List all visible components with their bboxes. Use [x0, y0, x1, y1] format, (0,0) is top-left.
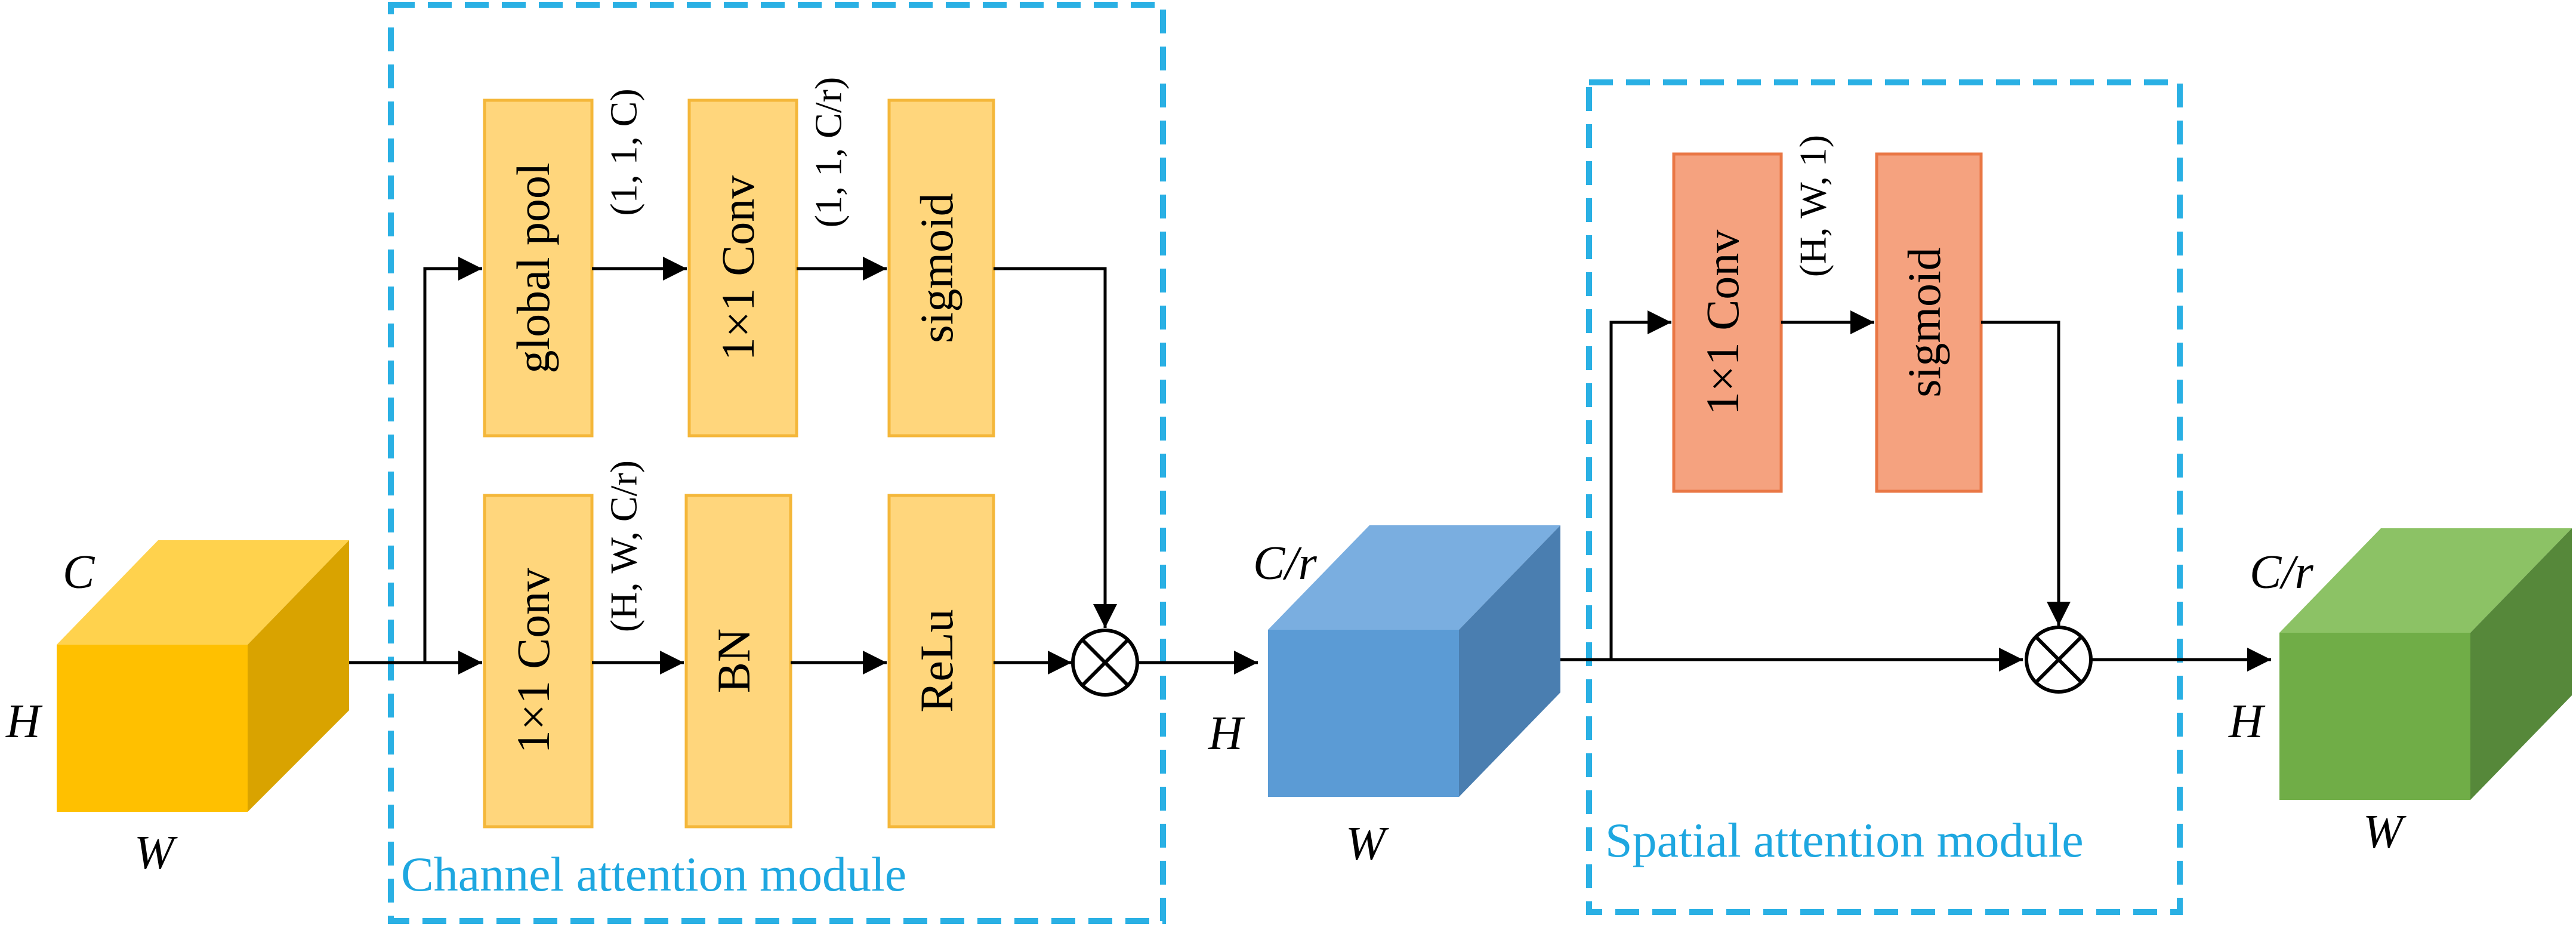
spatial-conv-label: 1×1 Conv	[1696, 230, 1748, 415]
middle-cube-side	[1459, 525, 1560, 797]
channel-module-arrows	[349, 257, 1258, 675]
channel-top-sigmoid-block: sigmoid	[887, 98, 995, 438]
channel-bottom-conv-block: 1×1 Conv	[483, 494, 594, 829]
spatial-sigmoid-label: sigmoid	[1898, 247, 1950, 397]
input-cube-label-h: H	[5, 695, 43, 748]
channel-top-conv-block: 1×1 Conv	[687, 98, 798, 438]
middle-cube-front	[1268, 630, 1459, 797]
spatial-module-frame	[1586, 79, 2183, 915]
channel-top-dim2: (1, 1, C/r)	[807, 77, 850, 227]
spatial-sigmoid-block: sigmoid	[1875, 152, 1983, 493]
input-cube-side	[248, 540, 349, 812]
channel-multiply-node	[1071, 629, 1139, 697]
channel-bottom-dim1: (H, W, C/r)	[603, 460, 645, 632]
channel-top-conv-label: 1×1 Conv	[712, 175, 764, 361]
input-cube-front	[57, 645, 248, 812]
spatial-module-arrows	[1560, 310, 2271, 672]
middle-cube-label-c: C/r	[1253, 537, 1318, 590]
channel-global-pool-label: global pool	[507, 162, 559, 373]
channel-top-sigmoid-label: sigmoid	[911, 193, 962, 343]
channel-bn-block: BN	[684, 494, 792, 829]
input-feature-cube: C H W	[5, 540, 349, 879]
spatial-dim1: (H, W, 1)	[1792, 135, 1834, 277]
channel-top-dim1: (1, 1, C)	[603, 88, 645, 215]
input-cube-top	[57, 540, 349, 645]
spatial-module-label: Spatial attention module	[1605, 813, 2084, 867]
channel-global-pool-block: global pool	[483, 98, 594, 438]
spatial-conv-block: 1×1 Conv	[1672, 152, 1783, 493]
output-cube-label-h: H	[2228, 695, 2266, 748]
output-cube-front	[2279, 633, 2470, 800]
middle-cube-label-w: W	[1346, 818, 1389, 870]
channel-bn-label: BN	[708, 629, 760, 693]
output-cube-label-w: W	[2363, 806, 2407, 858]
output-cube-top	[2279, 528, 2572, 633]
channel-relu-label: ReLu	[911, 609, 962, 712]
input-cube-label-c: C	[63, 546, 95, 599]
spatial-multiply-node	[2025, 626, 2093, 694]
middle-cube-top	[1268, 525, 1560, 630]
middle-feature-cube: C/r H W	[1208, 525, 1560, 870]
channel-bottom-conv-label: 1×1 Conv	[507, 568, 559, 754]
output-cube-side	[2470, 528, 2572, 800]
channel-module-frame	[388, 2, 1166, 924]
input-cube-label-w: W	[134, 827, 178, 879]
channel-module-label: Channel attention module	[401, 847, 906, 901]
channel-relu-block: ReLu	[887, 494, 995, 829]
middle-cube-label-h: H	[1208, 707, 1245, 760]
output-feature-cube: C/r H W	[2228, 528, 2572, 858]
output-cube-label-c: C/r	[2250, 546, 2314, 599]
